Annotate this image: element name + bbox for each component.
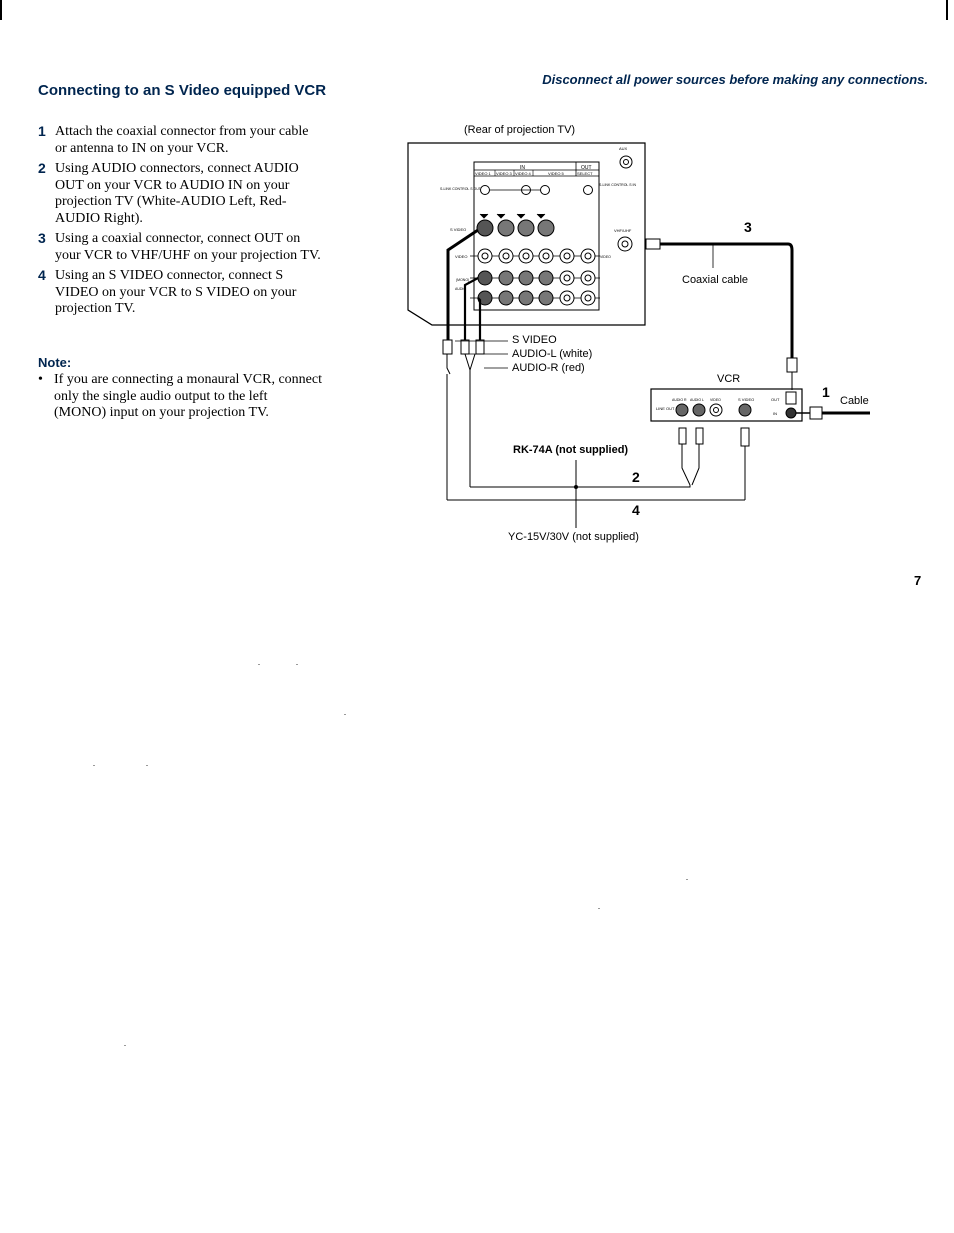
rear-caption: (Rear of projection TV) <box>464 124 575 136</box>
note-body: • If you are connecting a monaural VCR, … <box>38 372 323 422</box>
vcr-audio-r-label: AUDIO R <box>672 398 687 402</box>
bullet-icon: • <box>38 372 43 387</box>
step-number: 4 <box>38 267 46 283</box>
step-item: 4 Using an S VIDEO connector, connect S V… <box>38 267 323 318</box>
tv-rear-outline <box>407 142 646 326</box>
vcr-audio-plugs <box>678 427 750 500</box>
vcr-in-label: IN <box>773 411 777 416</box>
scan-speck <box>124 1045 126 1046</box>
callout-4: 4 <box>632 502 640 518</box>
step-text: Using a coaxial connector, connect OUT o… <box>55 231 321 263</box>
scan-speck <box>344 714 346 715</box>
antenna-cable <box>796 406 870 420</box>
vhf-uhf-label: VHF/UHF <box>614 228 632 233</box>
scan-speck <box>598 908 600 909</box>
step-item: 1 Attach the coaxial connector from your … <box>38 123 323 157</box>
cable-label-audio-r: AUDIO-R (red) <box>512 362 585 374</box>
vcr-line-out-label: LINE OUT <box>656 406 675 411</box>
panel-video-label: VIDEO <box>455 254 467 259</box>
video-jacks <box>470 248 600 264</box>
step-text: Using AUDIO connectors, connect AUDIO OU… <box>55 161 299 226</box>
rk74a-label: RK-74A (not supplied) <box>513 444 628 456</box>
vcr-rear-panel <box>650 388 803 422</box>
callout-1: 1 <box>822 384 830 400</box>
safety-warning: Disconnect all power sources before maki… <box>542 72 928 87</box>
cable-label-audio-l: AUDIO-L (white) <box>512 348 592 360</box>
coaxial-cable-label: Coaxial cable <box>682 274 748 286</box>
step-text: Using an S VIDEO connector, connect S VI… <box>55 268 297 316</box>
audio-left-jacks <box>470 270 600 286</box>
s-link-in-jack <box>583 185 593 195</box>
vcr-audio-l-label: AUDIO L <box>690 398 704 402</box>
vcr-label: VCR <box>717 373 740 385</box>
cable-label-s-video: S VIDEO <box>512 334 557 346</box>
panel-col-select: SELECT <box>577 171 593 176</box>
panel-out-label: OUT <box>581 165 592 171</box>
step-text: Attach the coaxial connector from your c… <box>55 124 309 156</box>
aux-label: AUX <box>619 146 628 151</box>
panel-col-video4: VIDEO 4 <box>515 171 532 176</box>
out-video-label: VIDEO <box>600 255 611 259</box>
callout-3: 3 <box>744 219 752 235</box>
vhf-uhf-jack <box>617 236 633 252</box>
instruction-steps: 1 Attach the coaxial connector from your … <box>38 123 323 322</box>
jack-panel <box>473 161 600 311</box>
bottom-connectors <box>447 460 745 528</box>
aux-jack <box>619 155 633 169</box>
callout-2: 2 <box>632 469 640 485</box>
s-video-jacks <box>476 213 555 237</box>
step-number: 2 <box>38 160 46 176</box>
note-title: Note: <box>38 355 72 370</box>
step-item: 2 Using AUDIO connectors, connect AUDIO O… <box>38 160 323 227</box>
yc15v-label: YC-15V/30V (not supplied) <box>508 531 639 543</box>
tv-rear-bevel <box>407 309 433 326</box>
cable-label: Cable <box>840 395 869 407</box>
vcr-jacks <box>675 391 797 419</box>
panel-col-video5: VIDEO 5 <box>548 171 565 176</box>
step-number: 1 <box>38 123 46 139</box>
vcr-s-video-label: S VIDEO <box>738 397 754 402</box>
scan-speck <box>258 664 260 665</box>
vcr-out-label: OUT <box>771 397 780 402</box>
step-item: 3 Using a coaxial connector, connect OUT … <box>38 230 323 264</box>
scan-speck <box>296 664 298 665</box>
scan-speck <box>93 765 95 766</box>
page-number: 7 <box>914 573 922 588</box>
tv-cables <box>442 228 485 500</box>
panel-col-video3: VIDEO 3 <box>496 171 513 176</box>
panel-col-video1: VIDEO 1 <box>475 171 492 176</box>
section-heading: Connecting to an S Video equipped VCR <box>38 82 327 99</box>
connection-diagram: (Rear of projection TV) IN OUT VIDEO 1 V… <box>407 124 870 543</box>
panel-in-label: IN <box>520 165 525 171</box>
panel-audio-label: AUDIO <box>455 287 466 291</box>
panel-mono-label: (MONO) <box>456 278 469 282</box>
s-link-in-label: S-LINK CONTROL S IN <box>599 183 636 187</box>
step-number: 3 <box>38 230 46 246</box>
page-edge-mark-right <box>946 0 948 20</box>
coaxial-cable <box>645 238 798 390</box>
junction-dot <box>574 485 578 489</box>
page-edge-mark-left <box>0 0 2 20</box>
note-text: If you are connecting a monaural VCR, co… <box>54 372 322 420</box>
audio-right-jacks <box>470 290 600 306</box>
s-link-out-label: S-LINK CONTROL S OUT <box>440 187 482 191</box>
vcr-video-label: VIDEO <box>710 398 721 402</box>
scan-speck <box>146 765 148 766</box>
scan-speck <box>686 879 688 880</box>
s-link-out-jack <box>480 185 490 195</box>
panel-s-video-label: S VIDEO <box>450 227 466 232</box>
